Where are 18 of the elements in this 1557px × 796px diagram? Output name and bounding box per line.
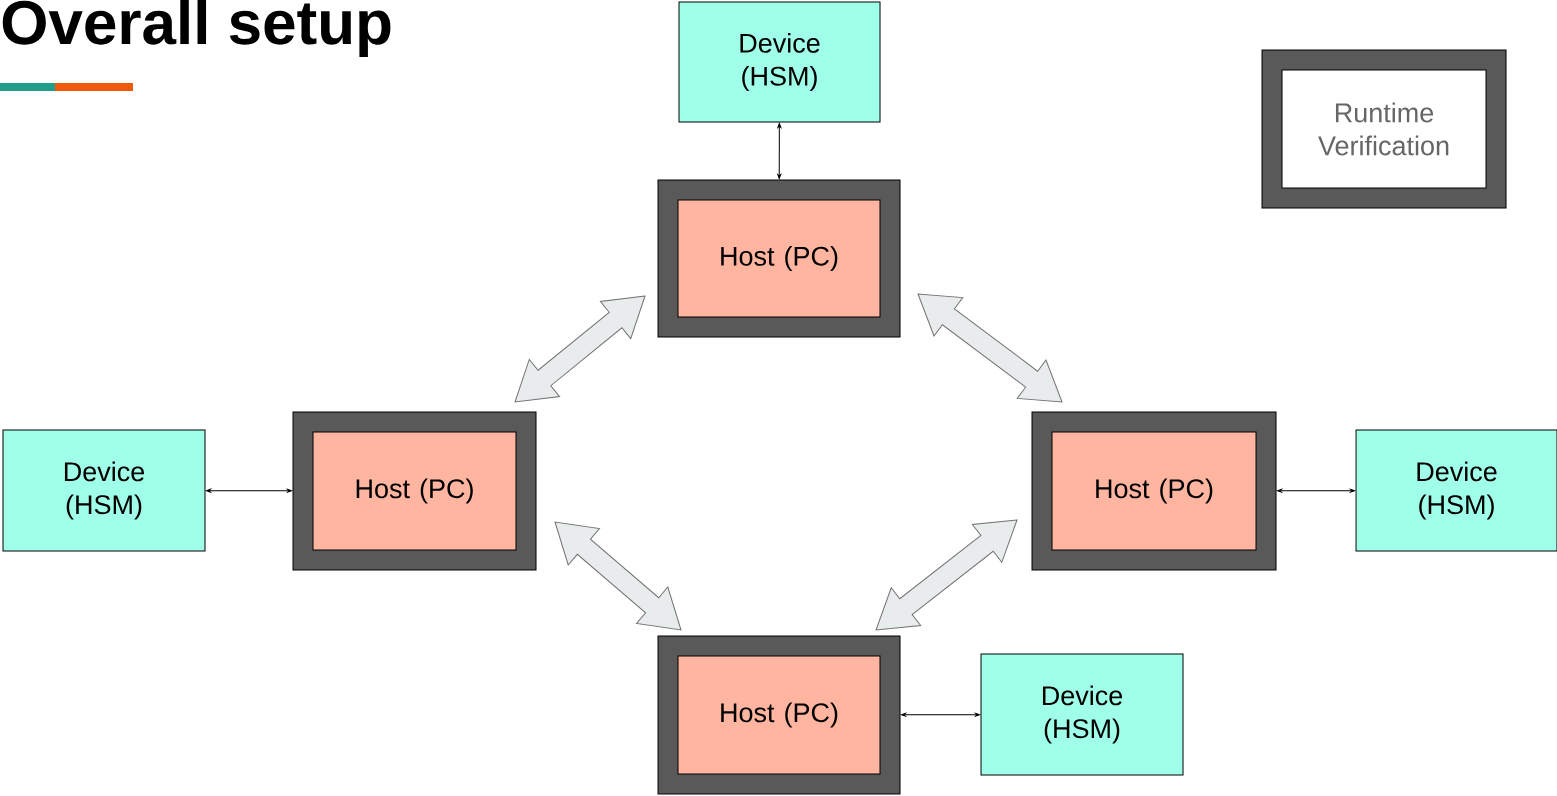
arrow [1277,488,1356,493]
title: Overall setup [2,0,391,57]
host-box: Host (PC) [1031,411,1277,571]
host-box: Host (PC) [657,635,901,795]
block-arrow [514,295,646,403]
device-box: Device (HSM) [678,1,881,123]
block-arrow [917,293,1063,403]
host-box: Host (PC) [292,411,537,571]
device-box: Device (HSM) [1355,429,1557,552]
device-box: Device (HSM) [980,653,1184,776]
block-arrow [875,519,1018,631]
host-box: Host (PC) [657,179,901,338]
arrow [901,712,981,717]
block-arrow [554,521,682,631]
device-box: Device (HSM) [2,429,206,552]
arrow [777,123,782,179]
arrow [206,488,292,493]
runtime-verification-box: Runtime Verification [1261,49,1507,209]
